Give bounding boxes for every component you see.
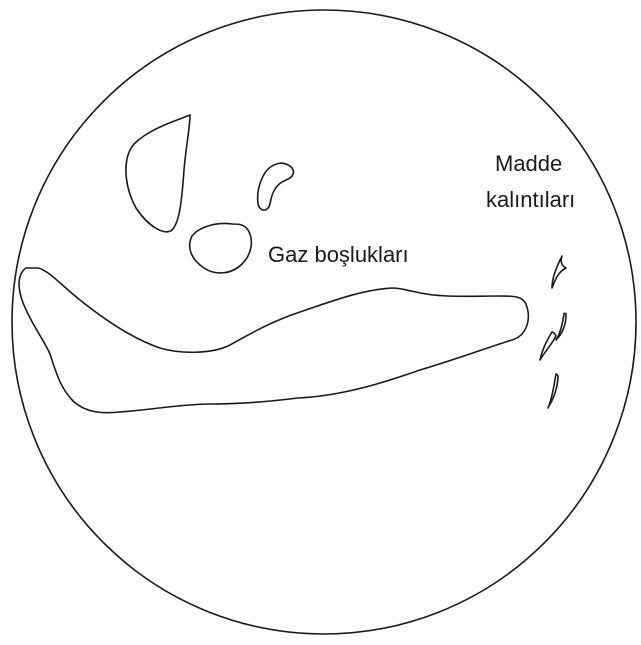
gas-void-teardrop [126,115,190,232]
residue-fragment-1 [552,256,566,288]
gas-void-elongated [19,268,528,413]
gas-void-small [258,163,294,210]
residue-fragment-3 [556,313,566,340]
residue-fragment-4 [548,374,558,408]
field-of-view-circle [12,10,636,634]
residue-fragment-2 [540,332,556,360]
label-residue-line2: kalıntıları [486,187,575,212]
label-residue-line1: Madde [495,151,562,176]
gas-void-round [190,224,252,273]
label-gas-voids: Gaz boşlukları [268,242,409,267]
